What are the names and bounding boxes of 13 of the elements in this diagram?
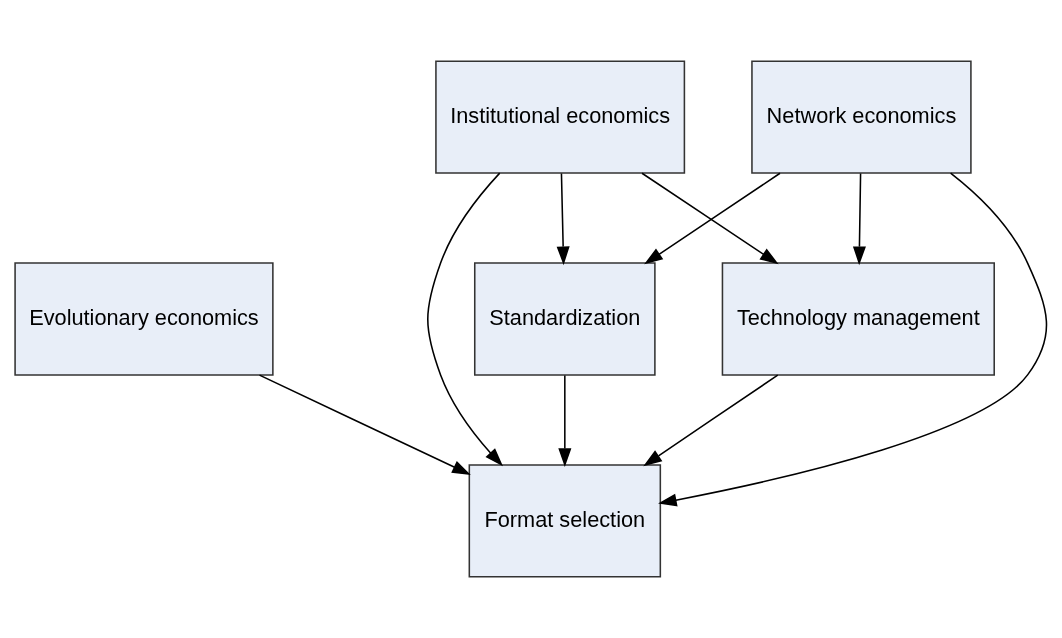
arrow bbox=[558, 374, 572, 467]
node-box: Technology management bbox=[721, 262, 995, 376]
node-box: Standardization bbox=[473, 262, 656, 376]
node-box: Evolutionary economics bbox=[14, 262, 274, 376]
node-box: Network economics bbox=[751, 60, 972, 174]
arrow bbox=[556, 172, 570, 266]
arrow bbox=[258, 374, 471, 475]
arrow bbox=[643, 374, 779, 467]
arrow bbox=[427, 172, 503, 467]
arrow bbox=[658, 172, 1048, 507]
arrow bbox=[852, 172, 866, 266]
node-box: Format selection bbox=[468, 464, 662, 578]
node-box: Institutional economics bbox=[435, 60, 686, 174]
